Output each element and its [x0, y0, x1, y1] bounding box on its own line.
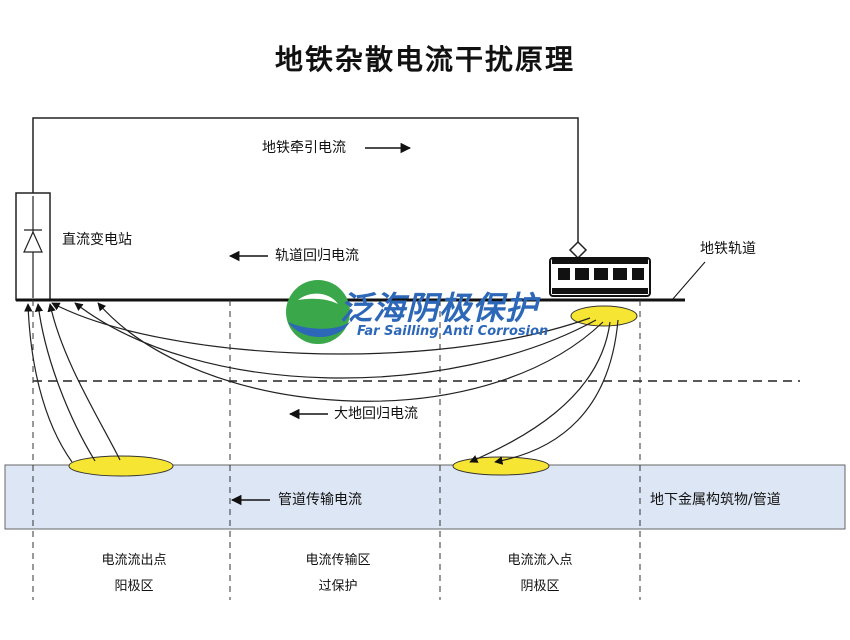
rail-leakage-hotspot [570, 305, 638, 327]
diode-icon [23, 230, 43, 253]
underground-pipe-band [4, 464, 846, 530]
train-icon [549, 257, 651, 297]
pipe-current-label: 管道传输电流 [278, 492, 362, 508]
pantograph [568, 240, 588, 260]
pipe-inflow-hotspot [452, 456, 550, 476]
zone-transfer-line1: 电流传输区 [305, 553, 371, 568]
rail-pointer-line [671, 261, 706, 301]
logo-icon [286, 280, 350, 344]
zone-anode-line2: 阳极区 [114, 579, 154, 594]
zone-anode: 电流流出点 阳极区 [54, 548, 214, 600]
watermark-name-en: Far Sailling Anti Corrosion [357, 324, 549, 339]
diagram-title: 地铁杂散电流干扰原理 [274, 43, 575, 76]
zone-transfer: 电流传输区 过保护 [258, 548, 418, 600]
dc-substation-label: 直流变电站 [62, 232, 132, 248]
underground-structure-label: 地下金属构筑物/管道 [650, 492, 781, 508]
rail-return-label: 轨道回归电流 [275, 248, 359, 264]
pipe-outflow-hotspot [68, 455, 174, 477]
watermark-name-cn: 泛海阴极保护 [340, 289, 539, 327]
zone-transfer-line2: 过保护 [318, 579, 358, 594]
subway-track-label: 地铁轨道 [700, 241, 756, 257]
traction-circuit-wire [32, 117, 579, 242]
traction-current-label: 地铁牵引电流 [262, 140, 346, 156]
earth-return-label: 大地回归电流 [334, 406, 418, 422]
zone-cathode: 电流流入点 阴极区 [460, 548, 620, 600]
zone-cathode-line2: 阴极区 [520, 579, 560, 594]
zone-anode-line1: 电流流出点 [101, 553, 167, 568]
zone-cathode-line1: 电流流入点 [507, 553, 573, 568]
